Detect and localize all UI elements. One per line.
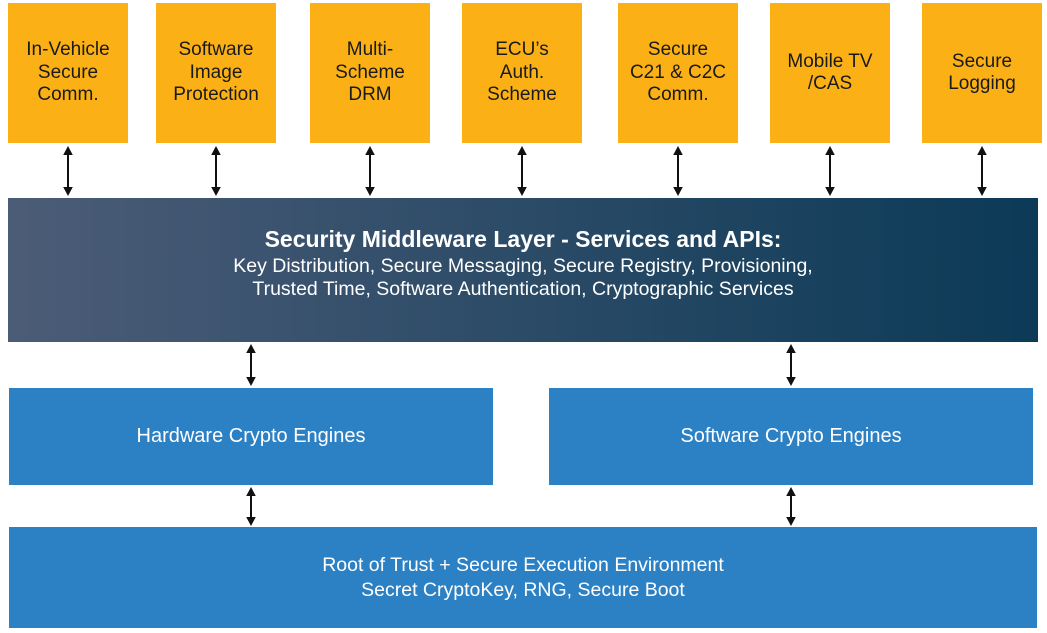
hardware-crypto-engines-box: Hardware Crypto Engines (9, 388, 493, 485)
app-box-label: In-Vehicle Secure Comm. (26, 39, 110, 106)
engine-box-label: Hardware Crypto Engines (136, 425, 366, 447)
vertical-double-arrow-icon (671, 146, 685, 196)
app-box-ecus-auth-scheme: ECU’s Auth. Scheme (462, 3, 582, 143)
vertical-double-arrow-icon (975, 146, 989, 196)
app-box-label: Software Image Protection (173, 39, 259, 106)
middleware-title: Security Middleware Layer - Services and… (264, 225, 782, 252)
vertical-double-arrow-icon (61, 146, 75, 196)
app-box-label: ECU’s Auth. Scheme (487, 39, 557, 106)
vertical-double-arrow-icon (784, 487, 798, 526)
vertical-double-arrow-icon (363, 146, 377, 196)
vertical-double-arrow-icon (823, 146, 837, 196)
root-of-trust-label: Root of Trust + Secure Execution Environ… (322, 554, 724, 601)
app-box-label: Secure Logging (948, 50, 1016, 94)
app-box-in-vehicle-secure-comm: In-Vehicle Secure Comm. (8, 3, 128, 143)
software-crypto-engines-box: Software Crypto Engines (549, 388, 1033, 485)
middleware-subtitle: Key Distribution, Secure Messaging, Secu… (233, 254, 813, 300)
vertical-double-arrow-icon (244, 487, 258, 526)
vertical-double-arrow-icon (244, 344, 258, 386)
app-box-mobile-tv-cas: Mobile TV /CAS (770, 3, 890, 143)
app-box-software-image-protection: Software Image Protection (156, 3, 276, 143)
app-box-secure-logging: Secure Logging (922, 3, 1042, 143)
app-box-label: Mobile TV /CAS (787, 50, 873, 94)
vertical-double-arrow-icon (784, 344, 798, 386)
root-of-trust-bar: Root of Trust + Secure Execution Environ… (9, 527, 1037, 628)
security-middleware-bar: Security Middleware Layer - Services and… (8, 198, 1038, 342)
vertical-double-arrow-icon (209, 146, 223, 196)
app-box-secure-c21-c2c-comm: Secure C21 & C2C Comm. (618, 3, 738, 143)
app-box-multi-scheme-drm: Multi- Scheme DRM (310, 3, 430, 143)
app-box-label: Multi- Scheme DRM (335, 39, 405, 106)
vertical-double-arrow-icon (515, 146, 529, 196)
app-box-label: Secure C21 & C2C Comm. (629, 39, 727, 106)
engine-box-label: Software Crypto Engines (680, 425, 902, 447)
